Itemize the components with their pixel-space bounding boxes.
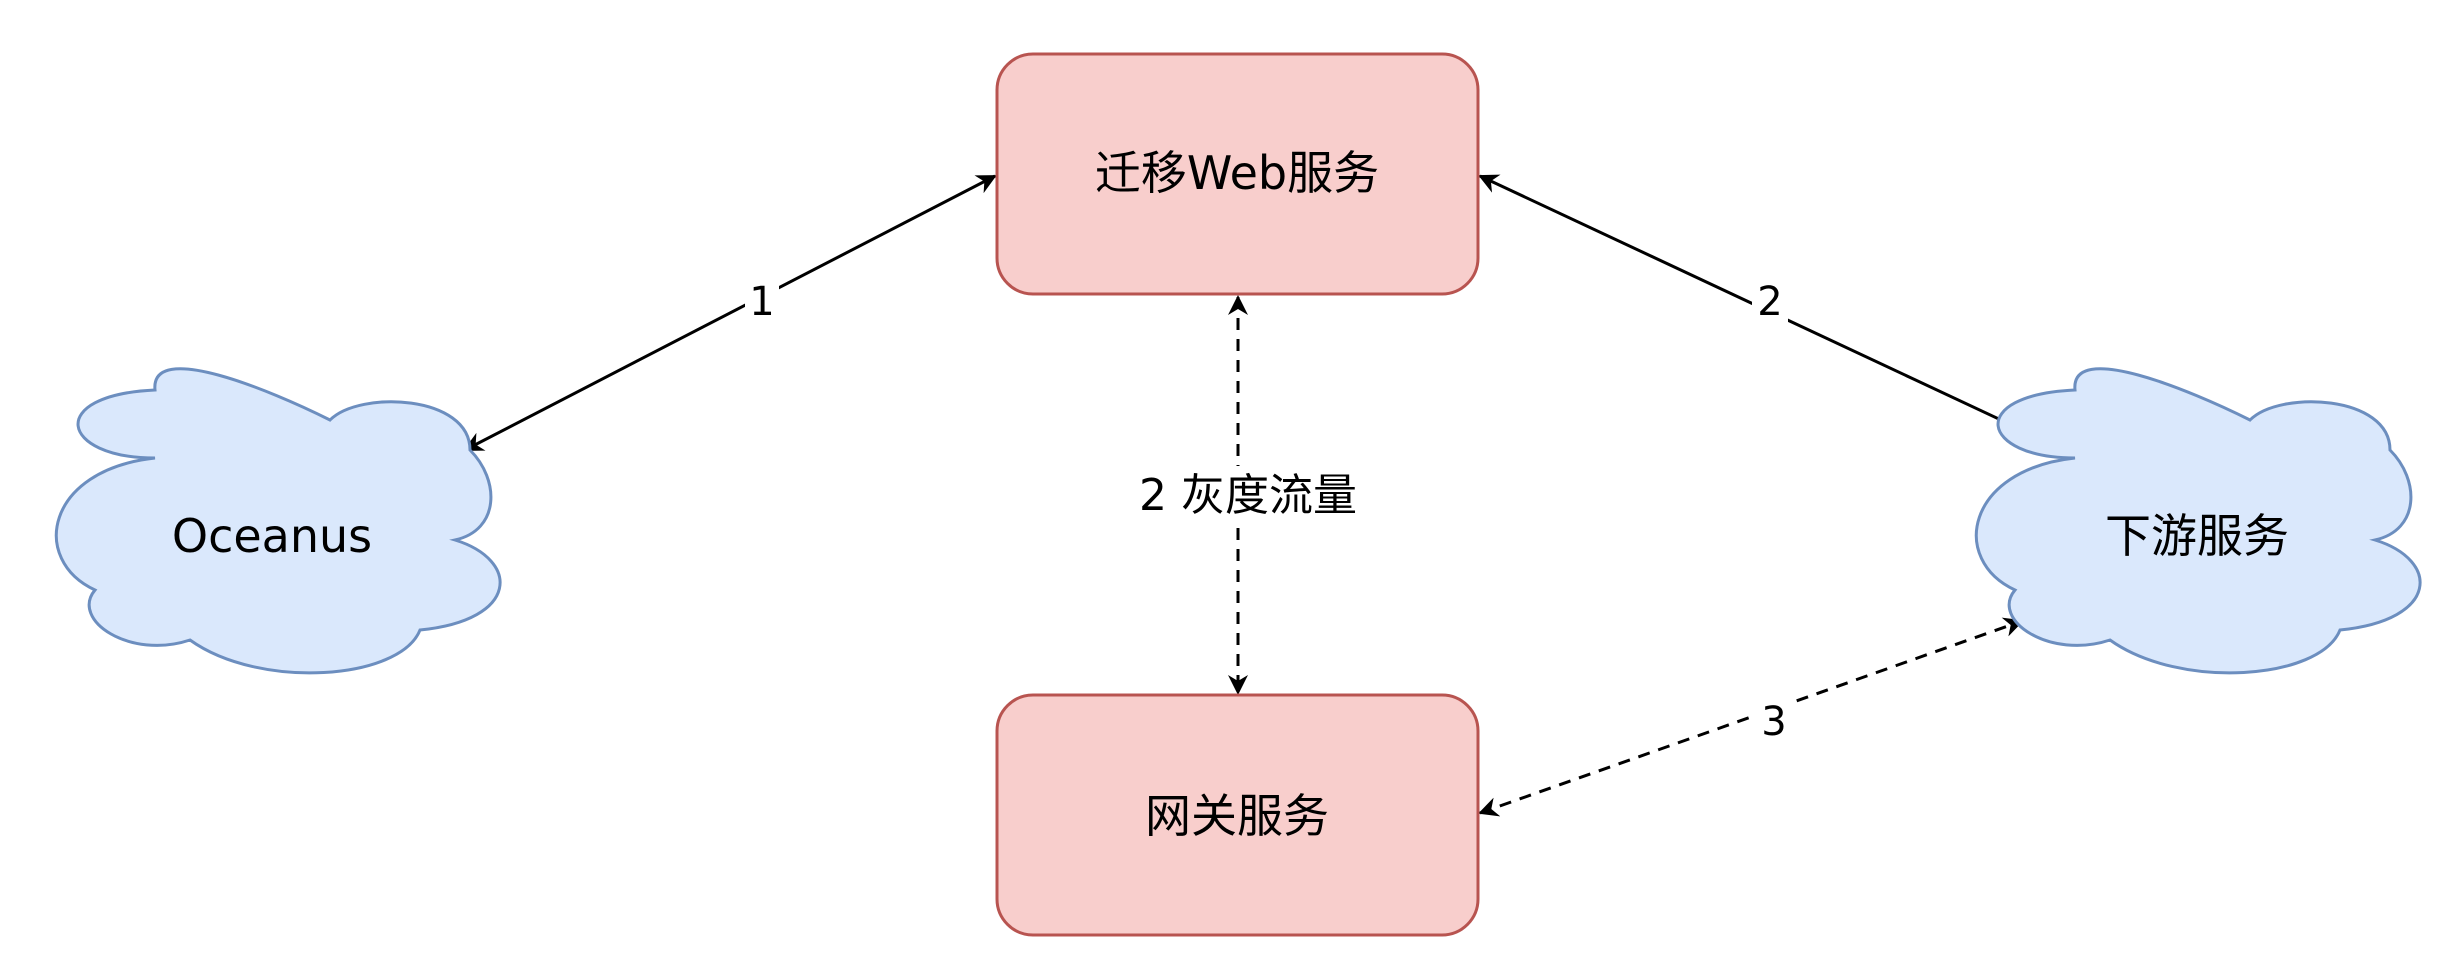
- edge-3-label-bg: [1756, 700, 1792, 746]
- node-downstream[interactable]: [1974, 367, 2422, 675]
- edge-2-label-bg: [1752, 282, 1788, 328]
- node-gateway[interactable]: [995, 693, 1480, 937]
- edge-gateway-to-downstream: [1478, 617, 2024, 817]
- edge-1-label: 1: [749, 279, 774, 325]
- edge-oceanus-to-web: [463, 174, 997, 452]
- edge-2-label: 2: [1757, 279, 1782, 325]
- node-downstream-label: 下游服务: [2105, 509, 2289, 563]
- edge-gray-label-bg: [1128, 466, 1366, 526]
- node-oceanus-label: Oceanus: [172, 509, 372, 563]
- edge-gray-label: 2 灰度流量: [1139, 470, 1357, 521]
- edge-3-label: 3: [1761, 699, 1786, 745]
- node-oceanus[interactable]: [54, 367, 502, 675]
- node-migration-web[interactable]: [995, 52, 1480, 296]
- edge-1-label-bg: [745, 283, 779, 329]
- node-gateway-label: 网关服务: [1145, 789, 1329, 843]
- node-migration-web-label: 迁移Web服务: [1095, 146, 1379, 200]
